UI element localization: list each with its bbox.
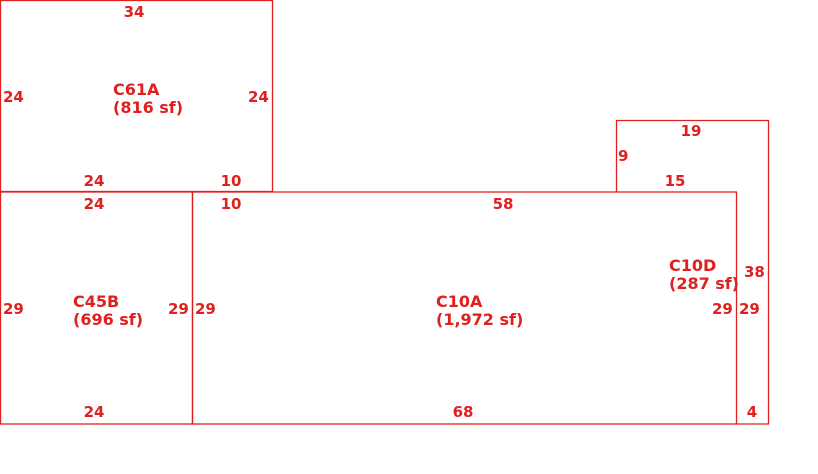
c61a-dim-bottom-right: 10 [221, 172, 242, 190]
c10d-dim-bottom-inner: 15 [665, 172, 686, 190]
c10a-dim-bottom: 68 [453, 403, 474, 421]
c10d-dim-bottom: 4 [747, 403, 757, 421]
c10d-dim-inner-right: 29 [739, 300, 760, 318]
room-c10a-outline [191, 191, 738, 425]
c10a-room-area: (1,972 sf) [436, 310, 523, 329]
c10d-room-area: (287 sf) [669, 274, 739, 293]
c10a-dim-top-left: 10 [221, 195, 242, 213]
c10d-dim-left: 9 [618, 147, 628, 165]
c10d-dim-top: 19 [681, 122, 702, 140]
c61a-dim-top: 34 [124, 3, 145, 21]
room-c10d-outline [615, 119, 770, 425]
c45b-dim-left: 29 [3, 300, 24, 318]
c45b-dim-bottom: 24 [84, 403, 105, 421]
c45b-dim-top: 24 [84, 195, 105, 213]
c45b-room-name: C45B [73, 292, 119, 311]
c61a-dim-right: 24 [248, 88, 269, 106]
c61a-dim-left: 24 [3, 88, 24, 106]
c10d-dim-right: 38 [744, 263, 765, 281]
c61a-room-name: C61A [113, 80, 160, 99]
c61a-dim-bottom-left: 24 [84, 172, 105, 190]
c10a-dim-top: 58 [493, 195, 514, 213]
c45b-room-area: (696 sf) [73, 310, 143, 329]
c10a-room-name: C10A [436, 292, 483, 311]
c10a-dim-left: 29 [195, 300, 216, 318]
c45b-dim-right: 29 [168, 300, 189, 318]
c10d-room-name: C10D [669, 256, 716, 275]
c10a-dim-right: 29 [712, 300, 733, 318]
c61a-room-area: (816 sf) [113, 98, 183, 117]
